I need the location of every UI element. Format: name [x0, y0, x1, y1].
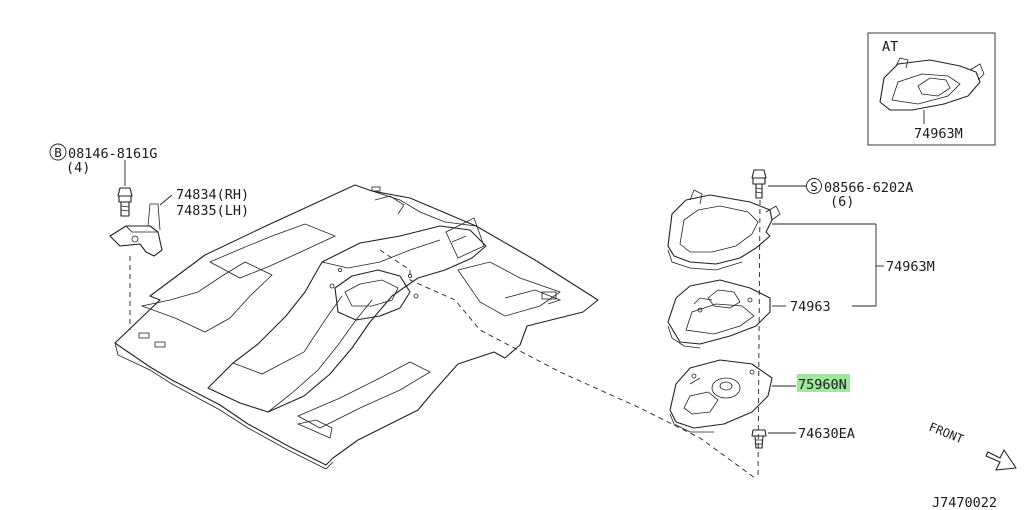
insulator-icon	[669, 359, 773, 429]
bolt-quantity: (4)	[66, 160, 90, 176]
cover-frame-icon	[667, 194, 773, 265]
insulator-highlight	[797, 374, 850, 392]
cover-part-number: 74963	[790, 299, 831, 315]
clip: 74630EA	[751, 426, 855, 449]
cover: 74963	[667, 279, 876, 349]
screw-marker-circle	[806, 178, 822, 194]
front-label: FRONT	[927, 420, 966, 447]
clip-part-number: 74630EA	[798, 426, 855, 442]
bolt-marker: B	[54, 145, 62, 160]
diagram-id: J7470022	[932, 495, 997, 510]
inset-title: AT	[882, 39, 898, 55]
bolt-part-number: 08146-8161G	[68, 146, 157, 162]
front-indicator: FRONT	[927, 420, 1017, 471]
bracket-lh-label: 74835(LH)	[176, 203, 249, 219]
bracket-icon	[109, 225, 163, 257]
screw-quantity: (6)	[830, 194, 854, 210]
at-inset: AT 74963M	[867, 32, 996, 146]
cover-icon	[667, 279, 771, 345]
insulator: 75960N	[669, 359, 850, 433]
bolt-marker-circle	[49, 143, 67, 161]
floor-pan	[114, 184, 599, 470]
cover-assembly-part-number: 74963M	[886, 259, 935, 275]
clip-icon	[751, 429, 767, 437]
bolt-b-assembly: B 08146-8161G (4) 74834(RH) 74835(LH)	[49, 143, 249, 330]
screw-part-number: 08566-6202A	[824, 180, 913, 196]
inset-cover-icon	[879, 59, 981, 111]
insulator-part-number: 75960N	[798, 377, 847, 393]
screw-s-assembly: S 08566-6202A (6)	[751, 169, 913, 479]
bolt-head-icon	[117, 187, 133, 197]
bracket-rh-label: 74834(RH)	[176, 187, 249, 203]
screw-head-icon	[751, 169, 767, 179]
screw-marker: S	[810, 179, 818, 194]
inset-part-number: 74963M	[914, 126, 963, 142]
inset-frame	[867, 32, 996, 146]
assembly-dash-line	[409, 270, 756, 479]
cover-assembly: 74963M	[667, 189, 935, 306]
front-arrow-icon	[985, 449, 1017, 471]
